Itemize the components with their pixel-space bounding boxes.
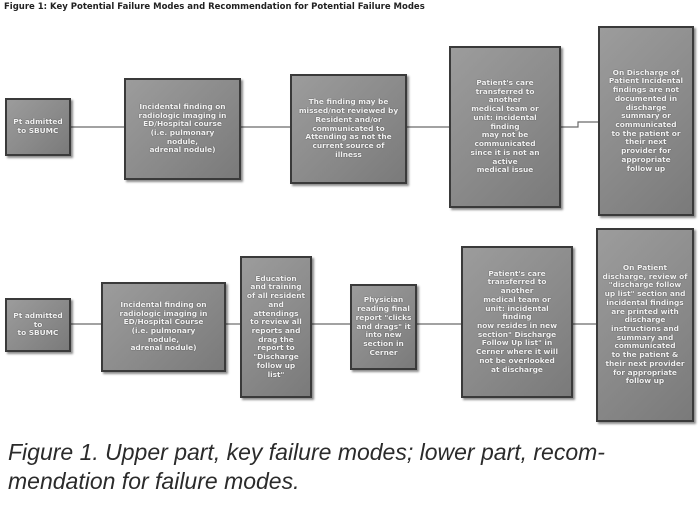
r2-box-incidental-finding-label: Incidental finding on radiologic imaging… [119,299,208,353]
r2-box-education-training-label: Education and training of all resident a… [246,273,306,379]
connector-r1-4 [561,121,598,128]
r1-box-incidental-finding: Incidental finding on radiologic imaging… [124,78,241,180]
r2-box-physician-clicks-drags: Physician reading final report "clicks a… [350,284,417,370]
r2-box-education-training: Education and training of all resident a… [240,256,312,398]
figure-caption: Figure 1. Upper part, key failure modes;… [8,439,605,494]
r2-box-discharge-review: On Patient discharge, review of "dischar… [596,228,694,422]
r1-box-missed-finding: The finding may be missed/not reviewed b… [290,74,407,184]
r2-box-admitted: Pt admitted to to SBUMC [5,298,71,352]
r1-box-admitted: Pt admitted to SBUMC [5,98,71,156]
r2-box-care-transferred-label: Patient's care transferred to another me… [476,268,558,374]
r1-box-missed-finding-label: The finding may be missed/not reviewed b… [298,97,399,159]
r1-box-care-transferred: Patient's care transferred to another me… [449,46,561,208]
r1-box-incidental-finding-label: Incidental finding on radiologic imaging… [138,101,227,155]
r2-box-discharge-review-label: On Patient discharge, review of "dischar… [602,262,688,386]
r1-box-admitted-label: Pt admitted to SBUMC [13,117,63,135]
r2-box-care-transferred: Patient's care transferred to another me… [461,246,573,398]
r2-box-incidental-finding: Incidental finding on radiologic imaging… [101,282,226,372]
r1-box-discharge-not-documented-label: On Discharge of Patient Incidental findi… [608,67,684,173]
r2-box-admitted-label: Pt admitted to to SBUMC [13,310,63,338]
figure-title: Figure 1: Key Potential Failure Modes an… [4,2,425,12]
r1-box-care-transferred-label: Patient's care transferred to another me… [470,77,540,175]
r1-box-discharge-not-documented: On Discharge of Patient Incidental findi… [598,26,694,216]
r2-box-physician-clicks-drags-label: Physician reading final report "clicks a… [355,295,412,357]
